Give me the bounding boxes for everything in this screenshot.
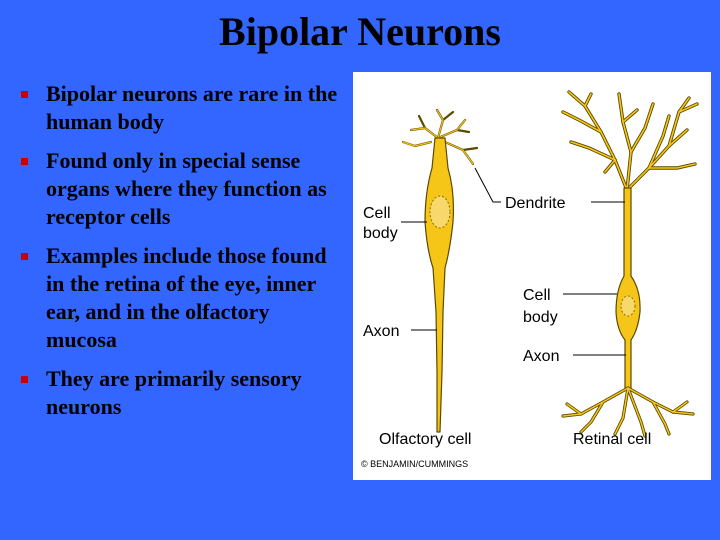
bullet-text: Examples include those found in the reti… — [46, 243, 327, 352]
square-bullet-icon — [21, 91, 28, 98]
neuron-figure: Dendrite Cell body Axon Cell body Axon O… — [353, 72, 711, 480]
bullet-item: Bipolar neurons are rare in the human bo… — [20, 80, 340, 136]
cell-body-label-right-line2: body — [523, 309, 558, 326]
axon-label-left: Axon — [363, 323, 399, 340]
dendrite-leader-line-left — [474, 167, 501, 203]
square-bullet-icon — [21, 158, 28, 165]
neuron-diagram: Dendrite Cell body Axon Cell body Axon O… — [361, 90, 699, 469]
bullet-list: Bipolar neurons are rare in the human bo… — [20, 80, 340, 432]
olfactory-cell-drawing — [401, 108, 479, 433]
bullet-item: Examples include those found in the reti… — [20, 242, 340, 354]
square-bullet-icon — [21, 376, 28, 383]
retinal-cell-caption: Retinal cell — [573, 431, 651, 448]
bullet-text: Found only in special sense organs where… — [46, 148, 327, 229]
cell-body-label-right-line1: Cell — [523, 287, 551, 304]
square-bullet-icon — [21, 253, 28, 260]
copyright-text: © BENJAMIN/CUMMINGS — [361, 459, 468, 469]
retinal-cell-drawing — [561, 90, 699, 438]
bullet-text: They are primarily sensory neurons — [46, 366, 302, 419]
dendrite-label: Dendrite — [505, 195, 566, 212]
bullet-text: Bipolar neurons are rare in the human bo… — [46, 81, 338, 134]
slide-title: Bipolar Neurons — [219, 9, 501, 54]
bullet-item: They are primarily sensory neurons — [20, 365, 340, 421]
bullet-item: Found only in special sense organs where… — [20, 147, 340, 231]
axon-label-right: Axon — [523, 348, 559, 365]
cell-body-label-left-line2: body — [363, 225, 398, 242]
label-leader-lines — [401, 167, 626, 356]
olfactory-cell-caption: Olfactory cell — [379, 431, 471, 448]
cell-body-label-left-line1: Cell — [363, 205, 391, 222]
